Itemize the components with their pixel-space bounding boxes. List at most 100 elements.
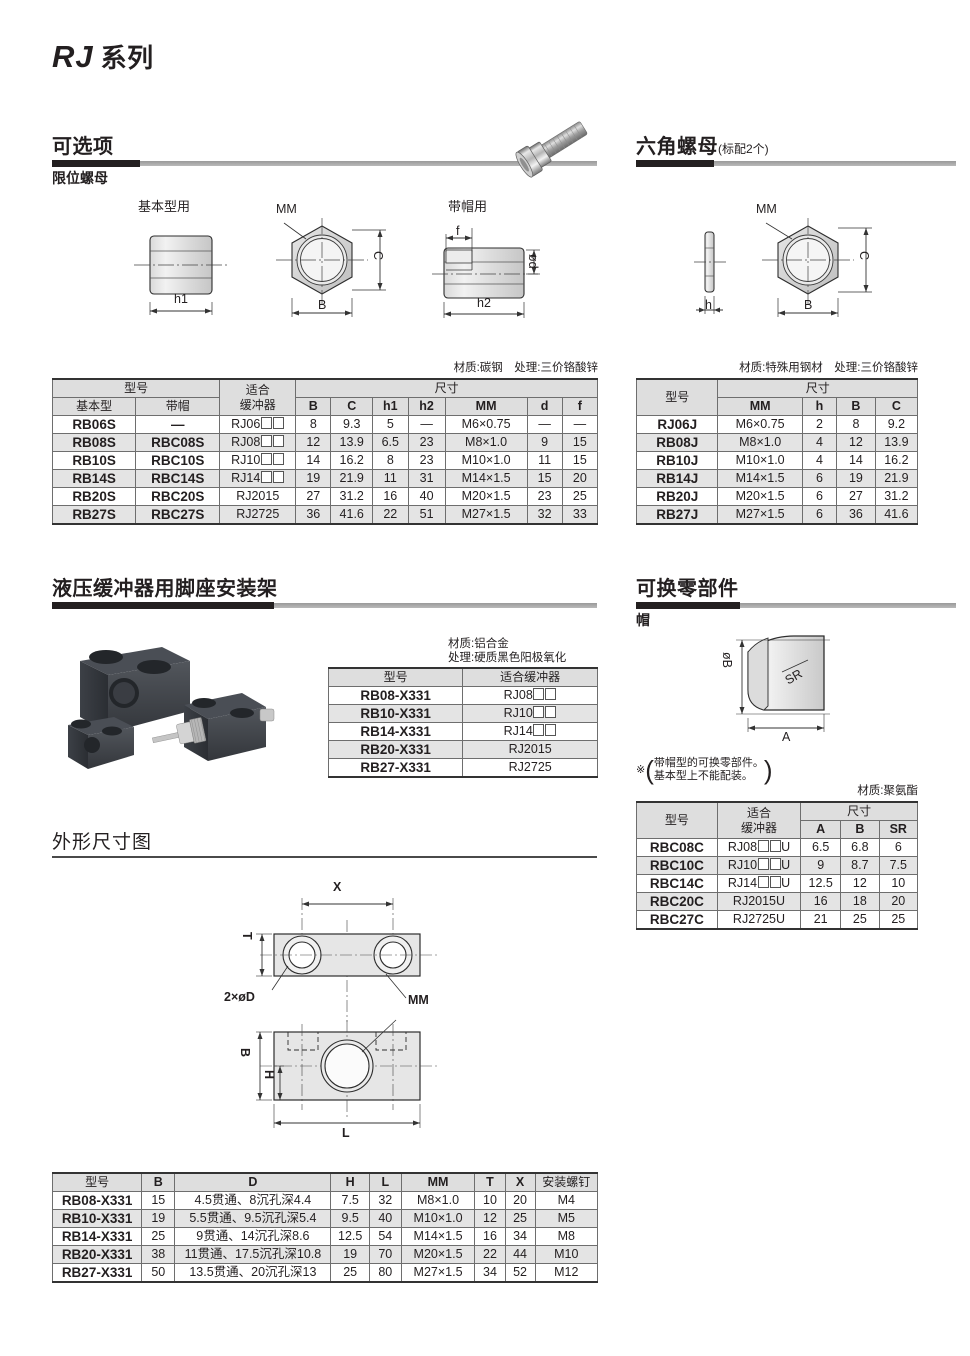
cell-model: RB14-X331 <box>51 1227 143 1246</box>
cell-dim-value: 31.2 <box>874 487 919 506</box>
drawing-label-outline-mm: MM <box>408 993 429 1007</box>
cell-dim-value: 4 <box>801 451 838 470</box>
placeholder-square-icon <box>260 435 272 447</box>
cell-dim-value: M12 <box>534 1263 599 1283</box>
note-line-1: 带帽型的可换零部件。 <box>653 757 764 769</box>
th-bracket-model: 型号 <box>327 667 464 687</box>
cell-dim-value: 21.9 <box>330 469 374 488</box>
drawing-label-cap-ob: øB <box>720 652 734 668</box>
material-caption-bracket-l2: 处理:硬质黑色阳极氧化 <box>448 652 567 664</box>
cell-dim-value: M8 <box>534 1227 599 1246</box>
cell-dim-value: 6.5 <box>372 433 409 452</box>
sub-heading-cap: 帽 <box>636 612 650 628</box>
placeholder-square-icon <box>769 876 781 888</box>
cell-model: RB27J <box>635 505 719 525</box>
drawing-label-hexnut-b: B <box>804 298 813 312</box>
cell-dim-value: 11贯通、17.5沉孔深10.8 <box>174 1245 332 1264</box>
cell-dim-value: 7.5 <box>330 1191 370 1210</box>
cell-model: RB14-X331 <box>327 722 464 741</box>
drawing-label-outline-t: T <box>240 932 254 940</box>
cell-model: RB20-X331 <box>51 1245 143 1264</box>
cell-dim-value: 40 <box>368 1209 402 1228</box>
sub-heading-limit-nut: 限位螺母 <box>52 170 108 186</box>
cell-dim-value: — <box>561 415 599 434</box>
cell-dim-value: 70 <box>368 1245 402 1264</box>
th-outline-X: X <box>504 1172 536 1192</box>
cell-basic-model: RB14S <box>51 469 137 488</box>
cell-dim-value: 4 <box>801 433 838 452</box>
th-outline-model: 型号 <box>51 1172 143 1192</box>
th-hexnut-C: C <box>874 397 919 416</box>
cell-dim-value: 13.5贯通、20沉孔深13 <box>174 1263 332 1283</box>
cell-dim-value: 12.5 <box>800 874 842 893</box>
cell-dim-value: 38 <box>141 1245 176 1264</box>
cell-dim-value: M27×1.5 <box>717 505 803 525</box>
cell-dim-value: M5 <box>534 1209 599 1228</box>
section-heading-bracket-label: 液压缓冲器用脚座安装架 <box>52 578 278 600</box>
cell-dim-value: 8 <box>372 451 409 470</box>
page-title-model: RJ <box>52 39 94 74</box>
placeholder-square-icon <box>757 876 769 888</box>
cell-model: RB08J <box>635 433 719 452</box>
drawing-label-outline-h: H <box>262 1070 276 1080</box>
cell-dim-value: M6×0.75 <box>717 415 803 434</box>
section-heading-outline-label: 外形尺寸图 <box>52 832 153 853</box>
th-hexnut-model: 型号 <box>635 378 719 416</box>
material-caption-options: 材质:碳钢 处理:三价铬酸锌 <box>453 362 598 374</box>
placeholder-square-icon <box>533 688 545 700</box>
table-hexnut-head: 型号 尺寸 MM h B C <box>635 378 919 416</box>
cell-dim-value: 19 <box>141 1209 176 1228</box>
cell-dim-value: 31.2 <box>330 487 374 506</box>
cell-dim-value: 22 <box>372 505 409 525</box>
cell-dim-value: 5 <box>372 415 409 434</box>
cell-dim-value: 32 <box>526 505 563 525</box>
cell-dim-value: 8 <box>295 415 332 434</box>
cell-dim-value: M27×1.5 <box>444 505 528 525</box>
cell-model: RBC27C <box>636 910 718 930</box>
cell-dim-value: 15 <box>526 469 563 488</box>
cell-dim-value: 9.5 <box>330 1209 370 1228</box>
th-parts-fit: 适合 缓冲器 <box>716 801 802 839</box>
cell-dim-value: 12 <box>295 433 332 452</box>
cell-basic-model: RB06S <box>51 415 137 434</box>
cell-dim-value: 12 <box>840 874 880 893</box>
placeholder-square-icon <box>545 706 557 718</box>
note-text: 带帽型的可换零部件。基本型上不能配装。 <box>654 757 764 783</box>
cell-model: RBC14C <box>636 874 718 893</box>
cell-dim-value: 25 <box>330 1263 370 1283</box>
cell-dim-value: 18 <box>840 892 880 911</box>
cell-basic-model: RB10S <box>51 451 137 470</box>
cell-dim-value: 15 <box>561 433 599 452</box>
cell-model: RB20J <box>635 487 719 506</box>
th-bracket-fit: 适合缓冲器 <box>462 667 598 687</box>
cell-dim-value: 4.5贯通、8沉孔深4.4 <box>174 1191 332 1210</box>
cell-dim-value: M27×1.5 <box>400 1263 476 1283</box>
table-limit-nut-subhead: 基本型 带帽 B C h1 h2 MM d f <box>51 397 599 416</box>
cell-model: RB27-X331 <box>327 758 464 778</box>
cell-model: RB10-X331 <box>51 1209 143 1228</box>
cell-model: RJ06J <box>635 415 719 434</box>
drawing-cap: øB SR A <box>690 628 890 748</box>
cell-dim-value: 10 <box>878 874 919 893</box>
th-outline-T: T <box>474 1172 506 1192</box>
cell-dim-value: 8 <box>836 415 876 434</box>
section-heading-hexnut-text: 六角螺母 <box>636 136 718 158</box>
drawing-label-h2: h2 <box>477 296 491 310</box>
cell-dim-value: 31 <box>407 469 446 488</box>
cell-dim-value: M10×1.0 <box>717 451 803 470</box>
page-title-series: 系列 <box>100 43 154 73</box>
drawing-label-outline-d: 2×øD <box>224 990 255 1004</box>
th-dim-d: d <box>526 397 563 416</box>
cell-dim-value: 44 <box>504 1245 536 1264</box>
